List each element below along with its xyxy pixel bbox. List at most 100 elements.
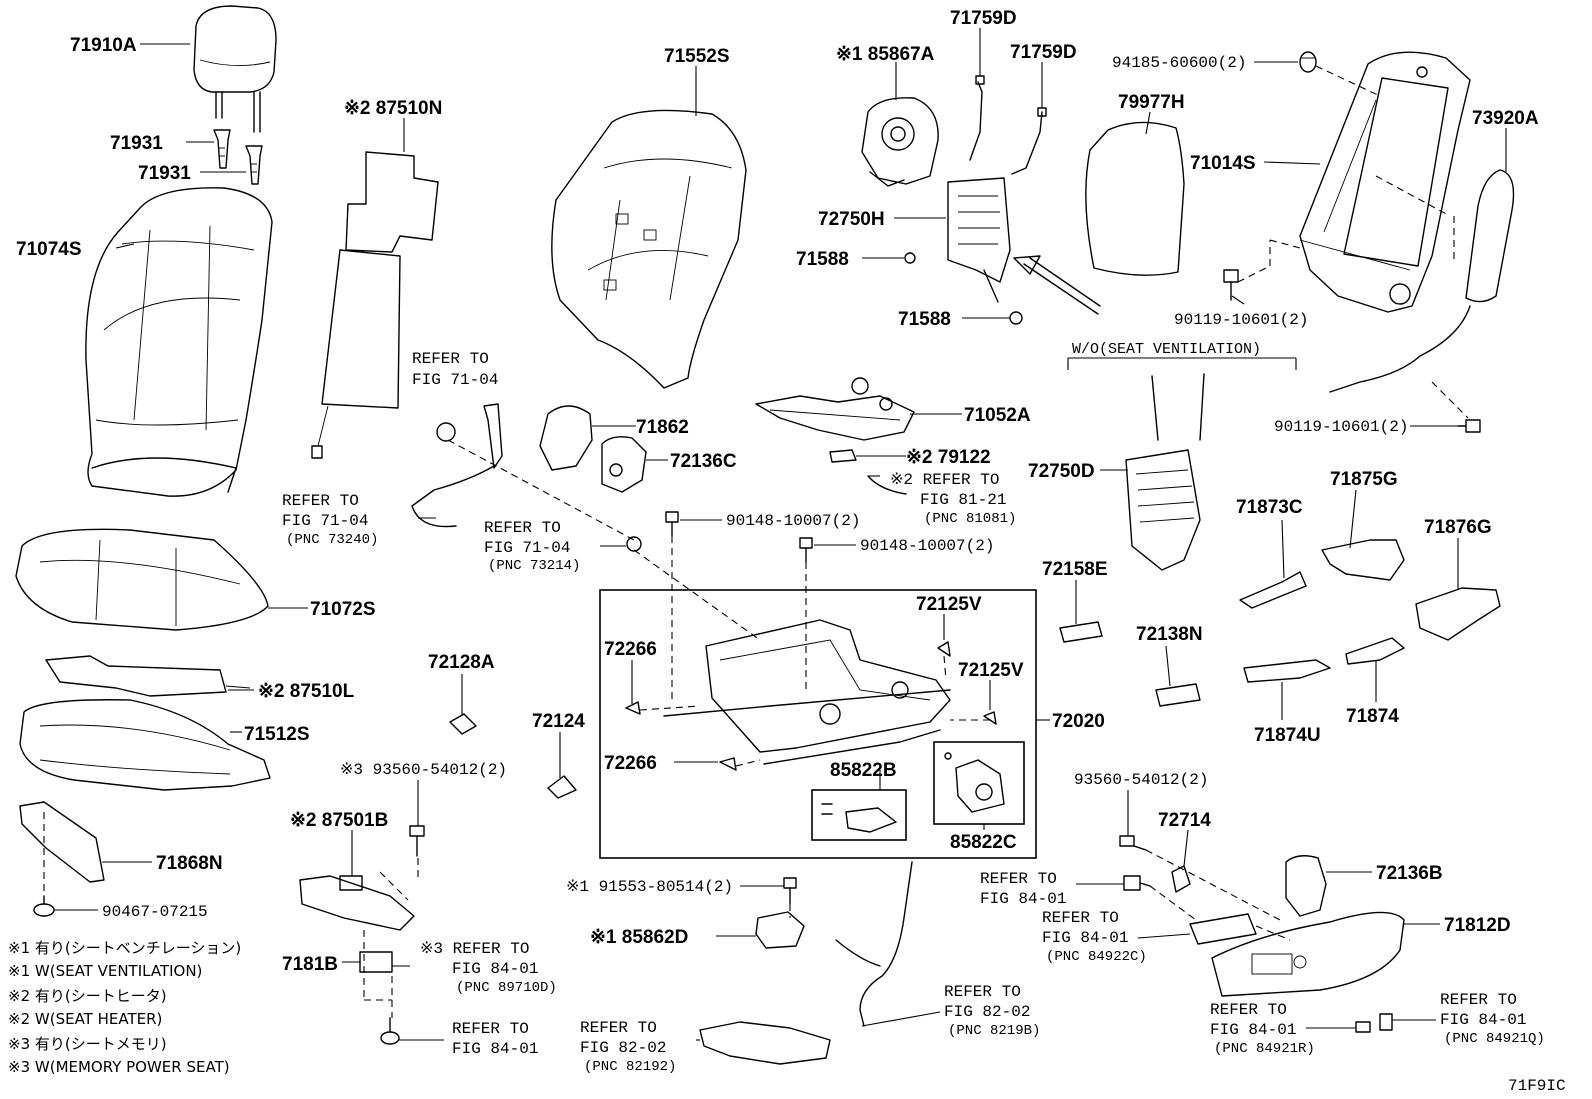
dashed-guides [43, 65, 1469, 1018]
callout-71910A: 71910A [70, 35, 137, 56]
bolt-90148-a [665, 511, 679, 537]
clip-71588-a [904, 252, 916, 264]
svg-text:REFER TO: REFER TO [1210, 1001, 1287, 1019]
callout-71552S: 71552S [664, 46, 730, 67]
vent-harness-71052A-drawing [755, 377, 915, 441]
vent-fan-85862D-drawing [755, 911, 805, 949]
wo-seat-ventilation-label: W/O(SEAT VENTILATION) [1072, 341, 1261, 358]
seatback-pad-drawing [551, 109, 747, 389]
svg-text:FIG 84-01: FIG 84-01 [452, 1040, 538, 1058]
refer-note-3: REFER TO FIG 71-04 (PNC 73214) [484, 519, 580, 574]
trim-71876G-drawing [1415, 587, 1501, 641]
cover-72158E-drawing [1059, 621, 1103, 643]
svg-text:(PNC 73214): (PNC 73214) [488, 558, 580, 574]
callout-72158E: 72158E [1042, 559, 1108, 580]
cushion-pad-drawing [19, 699, 271, 791]
legend-line-5: ※3 有り(シートメモリ) [8, 1035, 167, 1053]
svg-text:REFER TO: REFER TO [980, 870, 1057, 888]
legend-line-3: ※2 有り(シートヒータ) [8, 987, 167, 1005]
svg-text:REFER TO: REFER TO [1440, 991, 1517, 1009]
trim-71868N-drawing [19, 801, 105, 883]
callout-71931-b: 71931 [138, 163, 191, 184]
callout-72125V-b: 72125V [958, 660, 1024, 681]
svg-text:(PNC 84921Q): (PNC 84921Q) [1444, 1031, 1545, 1047]
svg-text:REFER TO: REFER TO [944, 983, 1021, 1001]
callout-90467-07215: 90467-07215 [102, 903, 208, 921]
refer-note-11: REFER TO FIG 84-01 (PNC 84921R) [1210, 1001, 1315, 1057]
svg-text:FIG 84-01: FIG 84-01 [452, 960, 538, 978]
refer-note-4: ※2 REFER TO FIG 81-21 (PNC 81081) [890, 471, 1016, 527]
sensor-79122-drawing [829, 449, 857, 463]
cushion-heater-drawing [45, 655, 251, 697]
legend: ※1 有り(シートベンチレーション) ※1 W(SEAT VENTILATION… [8, 939, 241, 1076]
svg-text:REFER TO: REFER TO [412, 350, 489, 368]
svg-text:FIG 84-01: FIG 84-01 [1042, 929, 1128, 947]
floor-harness-drawing [699, 861, 913, 1065]
refer-note-9: REFER TO FIG 82-02 (PNC 82192) [580, 1019, 676, 1075]
refer-note-10: REFER TO FIG 82-02 (PNC 8219B) [944, 983, 1040, 1039]
refer-note-5: REFER TO FIG 84-01 [980, 870, 1066, 908]
vent-duct-drawing [947, 75, 1047, 303]
refer-notes: REFER TO FIG 71-04 REFER TO FIG 71-04 (P… [282, 350, 1545, 1075]
trim-71875G-drawing [1321, 539, 1405, 581]
callout-85867A: ※1 85867A [836, 44, 935, 65]
svg-text:REFER TO: REFER TO [282, 492, 359, 510]
legend-line-6: ※3 W(MEMORY POWER SEAT) [8, 1058, 230, 1076]
svg-text:(PNC 81081): (PNC 81081) [924, 511, 1016, 527]
seatback-heater-drawing [311, 151, 439, 459]
svg-text:(PNC 84922C): (PNC 84922C) [1046, 949, 1147, 965]
vent-duct-72750D-drawing [1125, 373, 1205, 571]
bolt-90119-a [1223, 269, 1239, 301]
bolt-84-01-a [1123, 875, 1151, 891]
seatback-frame-drawing [1299, 51, 1471, 313]
clip-72266-b [719, 757, 737, 771]
refer-note-2: REFER TO FIG 71-04 (PNC 73240) [282, 492, 378, 548]
callout-85822B: 85822B [830, 760, 897, 781]
svg-text:(PNC 89710D): (PNC 89710D) [456, 980, 557, 996]
callout-labels: 71910A 71931 71931 71074S ※2 87510N 7155… [16, 8, 1539, 975]
headrest-support-drawing [213, 129, 263, 185]
knob-72136C-drawing [601, 436, 647, 493]
cushion-cover-drawing [15, 528, 269, 631]
svg-text:REFER TO: REFER TO [580, 1019, 657, 1037]
callout-73920A: 73920A [1472, 108, 1539, 129]
callout-72138N: 72138N [1136, 624, 1203, 645]
svg-text:FIG 81-21: FIG 81-21 [920, 491, 1006, 509]
svg-text:※2 REFER TO: ※2 REFER TO [890, 471, 999, 489]
switch-84921R-drawing [1355, 1021, 1371, 1033]
callout-71072S: 71072S [310, 599, 376, 620]
callout-85862D: ※1 85862D [590, 927, 688, 948]
callout-71812D: 71812D [1444, 915, 1511, 936]
refer-note-7: ※3 REFER TO FIG 84-01 (PNC 89710D) [420, 940, 557, 996]
svg-text:FIG 84-01: FIG 84-01 [1440, 1011, 1526, 1029]
cover-72128A-drawing [449, 713, 477, 735]
callout-71759D-a: 71759D [950, 8, 1017, 29]
svg-text:(PNC 73240): (PNC 73240) [286, 532, 378, 548]
callout-7181B: 7181B [282, 954, 338, 975]
refer-note-6: REFER TO FIG 84-01 (PNC 84922C) [1042, 909, 1147, 965]
shield-71812D-drawing [1211, 911, 1405, 997]
figure-code: 71F9IC [1508, 1077, 1566, 1095]
harness-81081-drawing [867, 475, 907, 495]
side-airbag-73920A-drawing [1465, 169, 1515, 303]
callout-90119-10601-b: 90119-10601(2) [1274, 418, 1408, 436]
callout-72136B: 72136B [1376, 863, 1443, 884]
callout-72020: 72020 [1052, 711, 1105, 732]
callout-87510N: ※2 87510N [344, 98, 442, 119]
clip-72266-a [625, 701, 641, 715]
callout-71588-a: 71588 [796, 249, 849, 270]
clip-72125V-a [937, 641, 951, 657]
callout-72124: 72124 [532, 711, 585, 732]
grommet-94185-drawing [1299, 51, 1317, 73]
callout-71862: 71862 [636, 417, 689, 438]
refer-note-1: REFER TO FIG 71-04 [412, 350, 498, 389]
trim-71874U-drawing [1243, 659, 1331, 683]
callout-72750D: 72750D [1028, 461, 1095, 482]
frame-harness-drawing [1329, 305, 1471, 393]
callout-71759D-b: 71759D [1010, 42, 1077, 63]
callout-71931-a: 71931 [110, 133, 163, 154]
svg-text:FIG 71-04: FIG 71-04 [484, 539, 570, 557]
callout-72136C: 72136C [670, 451, 737, 472]
svg-text:REFER TO: REFER TO [452, 1020, 529, 1038]
callout-71512S: 71512S [244, 724, 310, 745]
